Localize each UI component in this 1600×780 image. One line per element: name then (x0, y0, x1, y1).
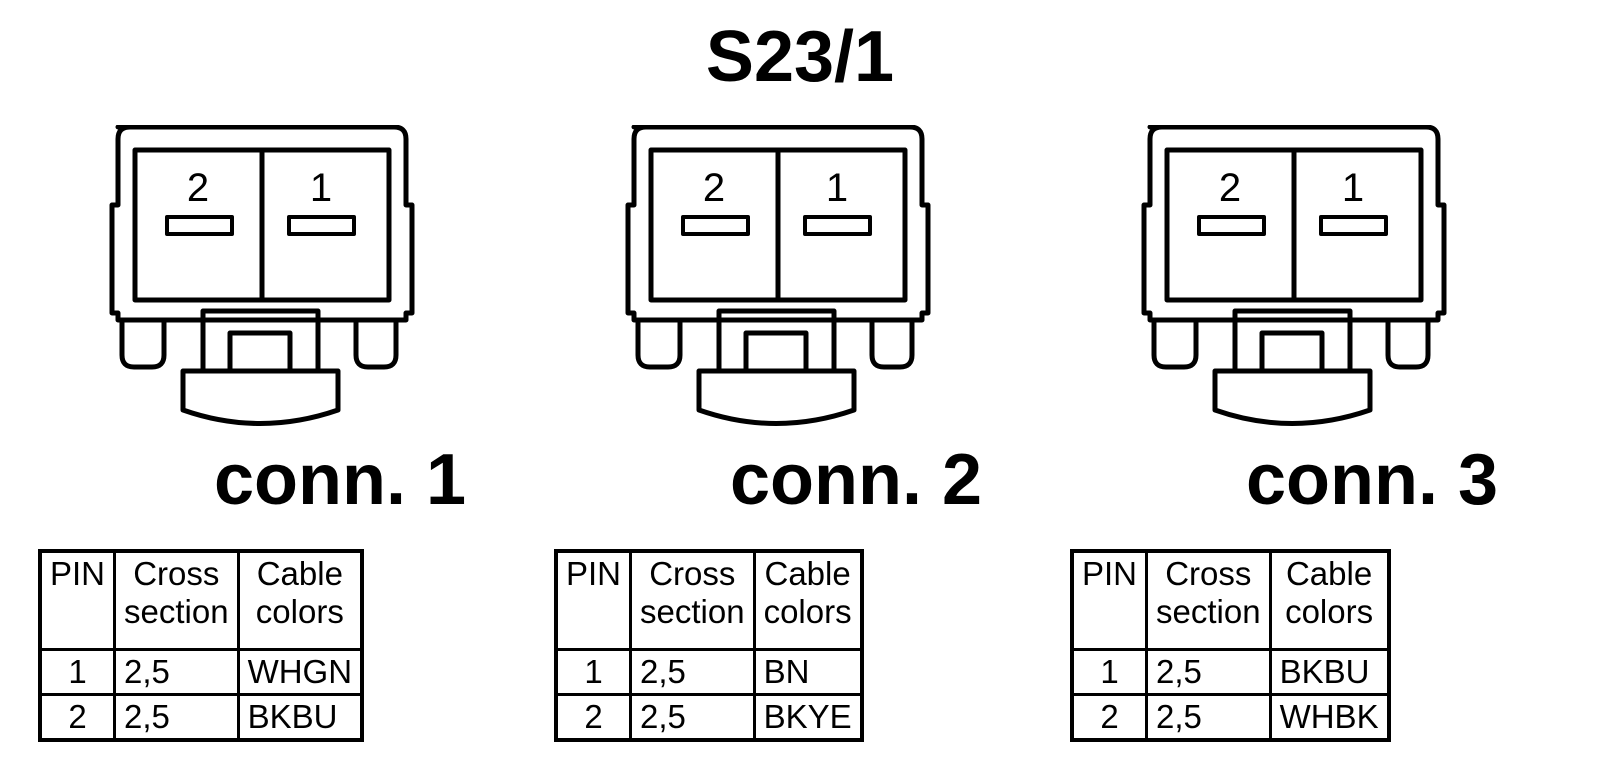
header-cable-colors: Cable colors (752, 549, 864, 651)
cell-pin: 2 (1070, 692, 1149, 741)
cell-cross-section: 2,5 (629, 647, 756, 696)
cell-pin: 1 (38, 647, 117, 696)
pin-1-contact (1319, 215, 1388, 236)
cell-cross-section: 2,5 (113, 692, 240, 741)
pin-table-2: PIN Cross section Cable colors 1 2,5 BN … (554, 549, 864, 742)
table-header-row: PIN Cross section Cable colors (1070, 549, 1391, 651)
right-foot (869, 320, 915, 370)
pin-2-contact (165, 215, 234, 236)
connector-housing (625, 125, 931, 323)
pin-1-label: 1 (1342, 166, 1364, 210)
pin-2-contact (1197, 215, 1266, 236)
connector-1: 2 1 conn. 1 (100, 125, 580, 765)
left-foot (635, 320, 683, 370)
header-pin: PIN (38, 549, 117, 651)
table-header-row: PIN Cross section Cable colors (38, 549, 364, 651)
latch-tab (1212, 368, 1373, 426)
table-header-row: PIN Cross section Cable colors (554, 549, 864, 651)
pin-2-label: 2 (187, 166, 209, 210)
right-foot (353, 320, 399, 370)
pin-2-label: 2 (703, 166, 725, 210)
header-cross-section: Cross section (1145, 549, 1272, 651)
cell-cross-section: 2,5 (1145, 692, 1272, 741)
table-row: 2 2,5 BKYE (554, 692, 864, 741)
cell-pin: 1 (1070, 647, 1149, 696)
header-cable-colors: Cable colors (1268, 549, 1391, 651)
pin-1-label: 1 (310, 166, 332, 210)
left-foot (119, 320, 167, 370)
cell-cable-color: BKBU (236, 692, 364, 741)
cell-pin: 2 (38, 692, 117, 741)
header-cross-section: Cross section (629, 549, 756, 651)
latch-window (743, 330, 809, 374)
header-cross-section: Cross section (113, 549, 240, 651)
pin-2-contact (681, 215, 750, 236)
diagram-title: S23/1 (705, 17, 895, 97)
cell-cable-color: BKBU (1268, 647, 1391, 696)
cell-cable-color: WHGN (236, 647, 364, 696)
connector-3-drawing: 2 1 (1141, 125, 1447, 426)
cell-cross-section: 2,5 (1145, 647, 1272, 696)
connector-3: 2 1 conn. 3 (1132, 125, 1600, 765)
pin-1-label: 1 (826, 166, 848, 210)
connector-housing (1141, 125, 1447, 323)
latch-tab (180, 368, 341, 426)
pin-1-contact (803, 215, 872, 236)
cell-cable-color: BKYE (752, 692, 864, 741)
pin-table-3: PIN Cross section Cable colors 1 2,5 BKB… (1070, 549, 1391, 742)
table-row: 1 2,5 WHGN (38, 647, 364, 696)
table-row: 1 2,5 BKBU (1070, 647, 1391, 696)
header-pin: PIN (554, 549, 633, 651)
connector-1-label: conn. 1 (213, 440, 467, 520)
header-pin: PIN (1070, 549, 1149, 651)
cell-pin: 2 (554, 692, 633, 741)
pin-1-contact (287, 215, 356, 236)
cell-cable-color: WHBK (1268, 692, 1391, 741)
table-row: 1 2,5 BN (554, 647, 864, 696)
connector-3-label: conn. 3 (1245, 440, 1499, 520)
table-row: 2 2,5 WHBK (1070, 692, 1391, 741)
pin-table-1: PIN Cross section Cable colors 1 2,5 WHG… (38, 549, 365, 742)
latch-window (227, 330, 293, 374)
cell-cross-section: 2,5 (629, 692, 756, 741)
header-cable-colors: Cable colors (236, 549, 364, 651)
left-foot (1151, 320, 1199, 370)
connector-2-label: conn. 2 (729, 440, 983, 520)
table-row: 2 2,5 BKBU (38, 692, 364, 741)
cell-pin: 1 (554, 647, 633, 696)
pin-2-label: 2 (1219, 166, 1241, 210)
right-foot (1385, 320, 1431, 370)
cell-cable-color: BN (752, 647, 864, 696)
connector-1-drawing: 2 1 (109, 125, 415, 426)
cell-cross-section: 2,5 (113, 647, 240, 696)
connector-2-drawing: 2 1 (625, 125, 931, 426)
latch-window (1259, 330, 1325, 374)
connector-2: 2 1 conn. 2 (616, 125, 1096, 765)
latch-tab (696, 368, 857, 426)
connector-housing (109, 125, 415, 323)
